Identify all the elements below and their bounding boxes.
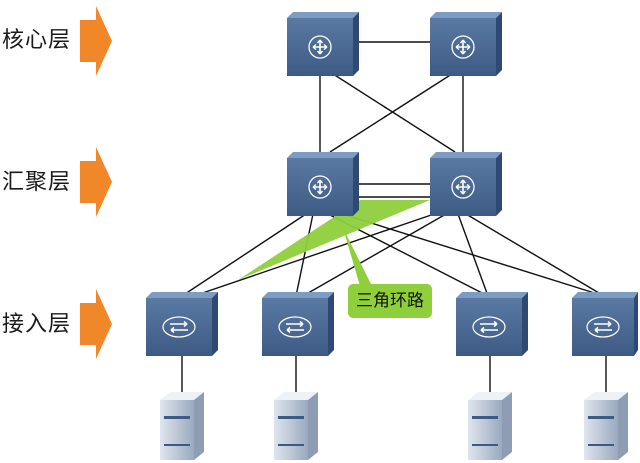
triangle-loop-callout-label: 三角环路 (356, 291, 424, 311)
link-core-agg (329, 71, 456, 153)
access-switch-4 (572, 292, 638, 356)
triangle-loop-highlight (238, 200, 430, 280)
access-switch-2 (262, 292, 334, 356)
server-1 (160, 392, 204, 460)
callout-box (348, 284, 432, 318)
server-2 (274, 392, 318, 460)
core-switch-right (430, 12, 502, 76)
link-agg-access (457, 213, 489, 297)
link-agg-access (295, 213, 447, 301)
aggregation-switch-left (287, 152, 359, 216)
callout-pointer (343, 228, 372, 286)
server-3 (468, 392, 512, 460)
core-layer-label: 核心层 (2, 28, 72, 53)
access-switch-3 (456, 292, 528, 356)
aggregation-switch-right (430, 152, 502, 216)
arrow-right-icon (80, 289, 112, 359)
link-agg-access (181, 213, 307, 297)
server-4 (584, 392, 628, 460)
link-agg-access (465, 213, 605, 297)
link-agg-access (295, 213, 314, 297)
access-switch-1 (146, 292, 218, 356)
aggregation-layer-label: 汇聚层 (2, 170, 72, 195)
network-links (181, 41, 607, 392)
link-agg-access (335, 211, 605, 297)
access-layer-label: 接入层 (2, 312, 72, 337)
link-agg-access (181, 211, 441, 301)
arrow-right-icon (80, 147, 112, 217)
core-switch-left (287, 12, 359, 76)
arrow-right-icon (80, 6, 112, 76)
